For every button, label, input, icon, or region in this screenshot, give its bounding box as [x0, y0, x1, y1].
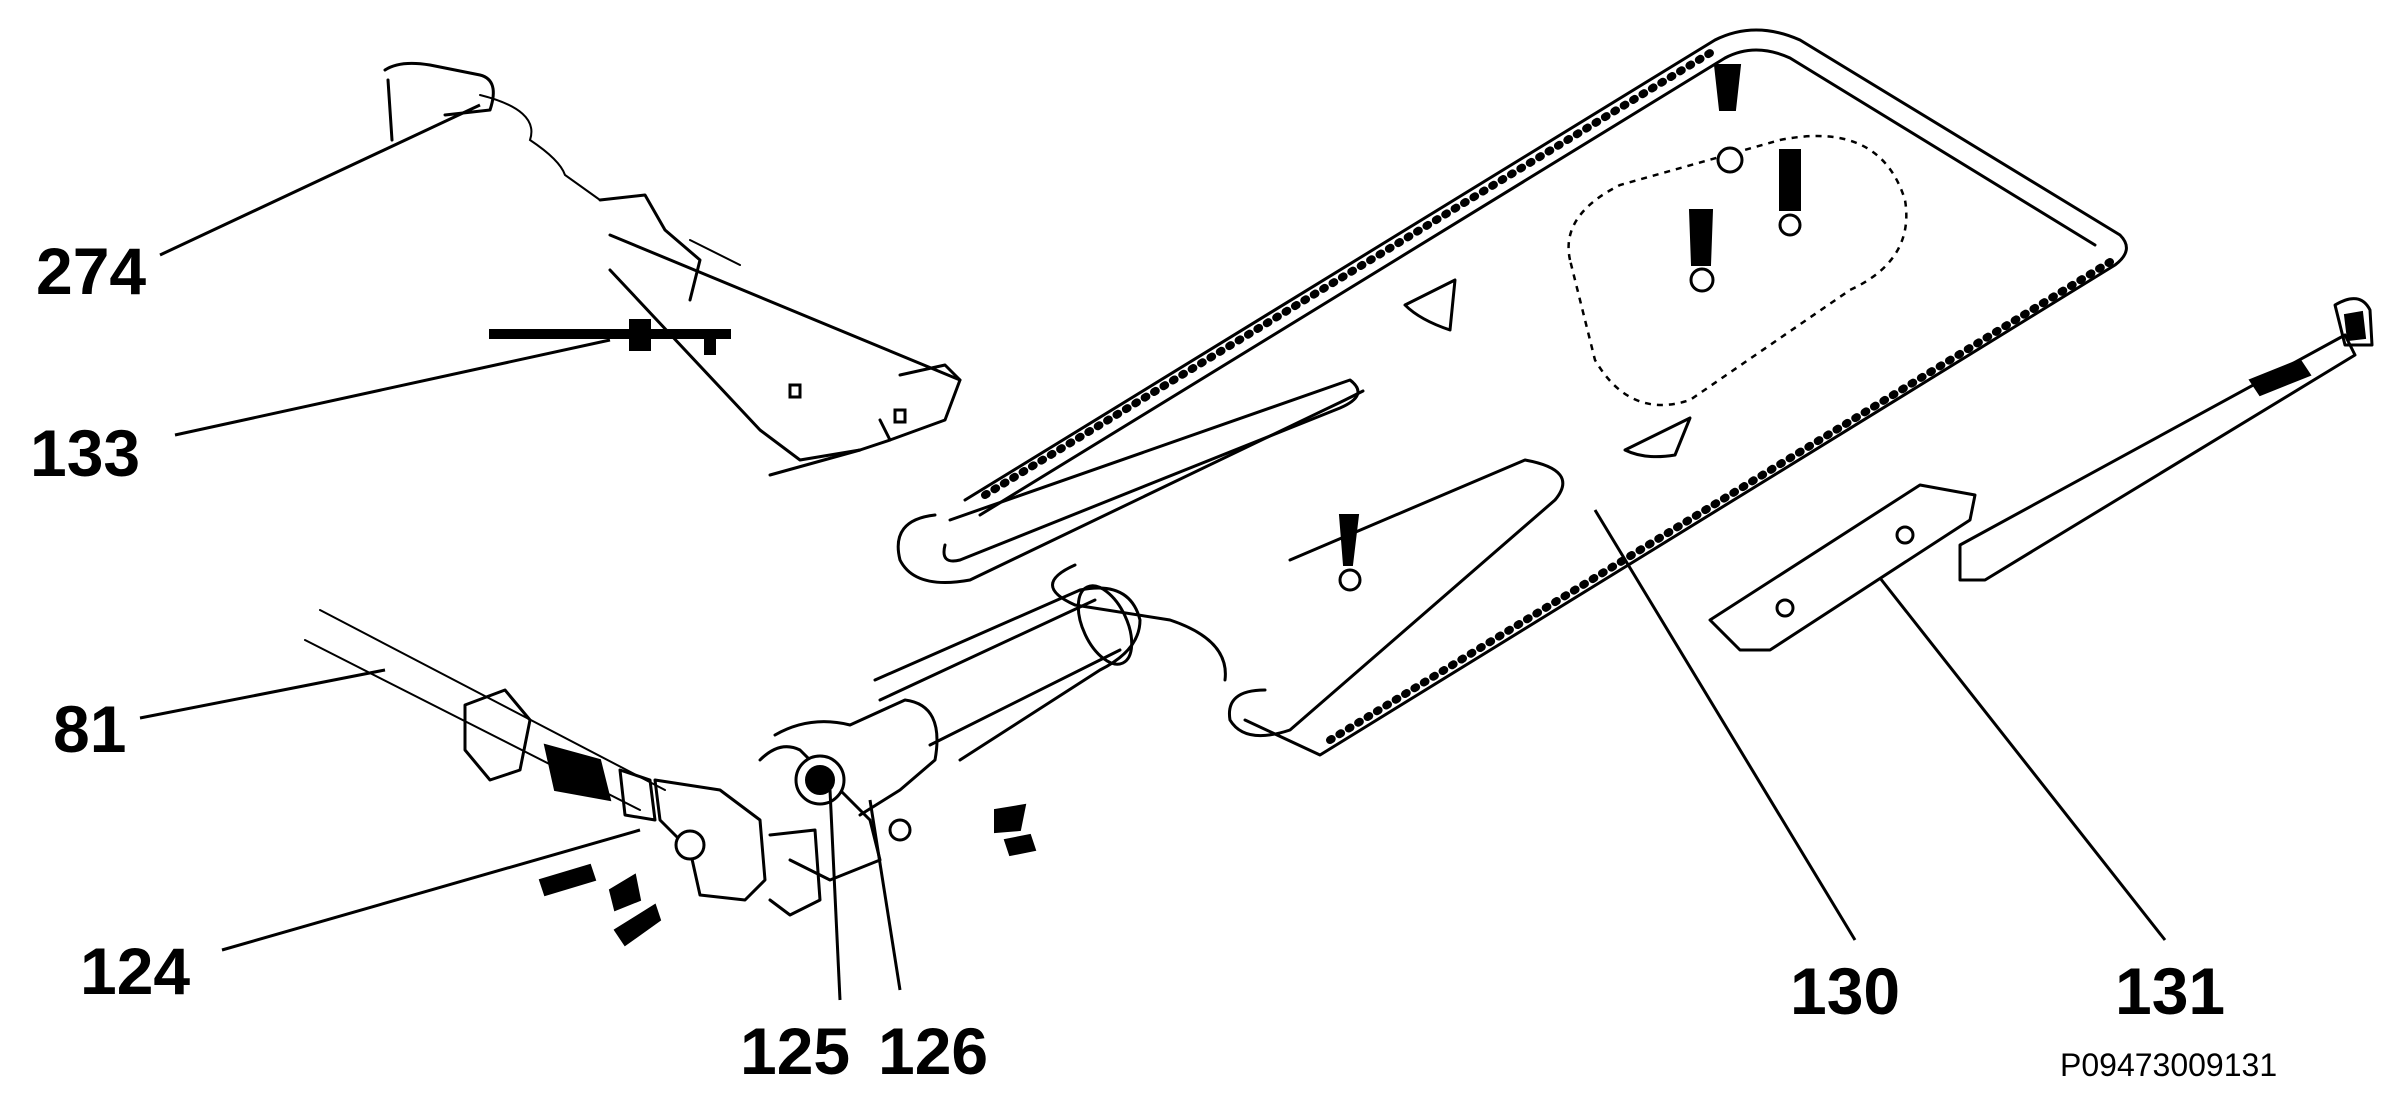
callout-126: 126 — [878, 1014, 988, 1088]
leader-lines — [139, 103, 2167, 1001]
part-133-thermocouple-bracket — [383, 61, 962, 477]
callout-131: 131 — [2115, 954, 2225, 1028]
callout-274: 274 — [36, 234, 146, 308]
callout-130: 130 — [1790, 954, 1900, 1028]
part-131-igniter-bracket — [1708, 297, 2374, 652]
callouts: 274 133 81 124 125 126 130 131 P09473009… — [30, 234, 2277, 1088]
callout-124: 124 — [80, 934, 190, 1008]
drawing-code: P09473009131 — [2060, 1047, 2277, 1083]
part-81-gas-pipe — [304, 609, 666, 822]
part-130-heating-plate — [963, 28, 2128, 757]
burner-head — [538, 698, 1037, 947]
callout-81: 81 — [53, 692, 126, 766]
callout-133: 133 — [30, 416, 140, 490]
burner-element — [873, 378, 1565, 762]
callout-125: 125 — [740, 1014, 850, 1088]
